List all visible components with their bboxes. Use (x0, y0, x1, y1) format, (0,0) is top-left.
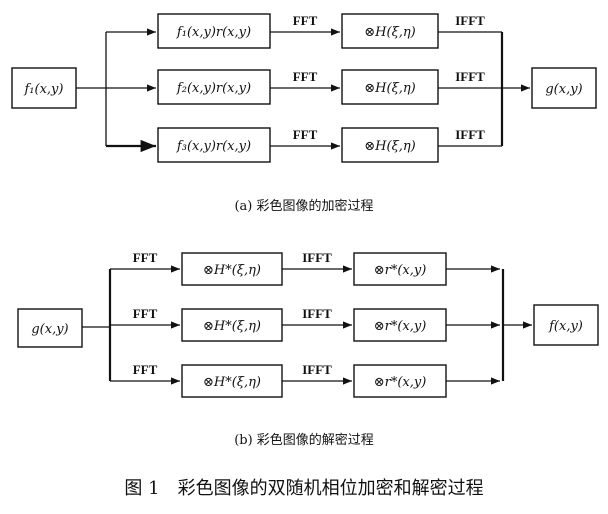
dec-filter-label-3: ⊗H*(ξ,η) (203, 375, 261, 390)
dec-ifft-label-2: IFFT (302, 306, 332, 321)
enc-caption: (a) 彩色图像的加密过程 (234, 198, 373, 214)
enc-filter-box-3 (341, 127, 439, 163)
enc-output-label: g(x,y) (545, 82, 582, 97)
enc-input-box (11, 67, 77, 109)
dec-filter-box-3 (181, 364, 283, 398)
dec-input-box (17, 308, 83, 348)
enc-input-label: f₁(x,y) (24, 82, 64, 97)
enc-filter-box-2 (341, 69, 439, 105)
enc-fft-label-1: FFT (293, 13, 318, 28)
dec-mask-label-3: ⊗r*(x,y) (374, 375, 427, 390)
enc-filter-label-2: ⊗H(ξ,η) (364, 81, 415, 96)
dec-filter-label-2: ⊗H*(ξ,η) (203, 319, 261, 334)
enc-product-label-1: f₁(x,y)r(x,y) (176, 25, 251, 40)
enc-product-box-1 (157, 13, 271, 49)
encryption-diagram: f₁(x,y) f₁(x,y)r(x,y) FFT ⊗H(ξ,η) IFFT f… (11, 13, 597, 214)
dec-output-box (533, 304, 599, 346)
enc-ifft-label-3: IFFT (455, 127, 485, 142)
dec-ifft-label-1: IFFT (302, 250, 332, 265)
dec-fft-label-2: FFT (133, 306, 158, 321)
enc-product-label-2: f₂(x,y)r(x,y) (176, 81, 251, 96)
enc-filter-box-1 (341, 13, 439, 49)
dec-filter-box-1 (181, 252, 283, 286)
enc-output-box (531, 67, 597, 109)
enc-product-box-2 (157, 69, 271, 105)
dec-filter-label-1: ⊗H*(ξ,η) (203, 263, 261, 278)
dec-mask-label-2: ⊗r*(x,y) (374, 319, 427, 334)
enc-fft-label-2: FFT (293, 69, 318, 84)
dec-mask-label-1: ⊗r*(x,y) (374, 263, 427, 278)
enc-product-label-3: f₃(x,y)r(x,y) (176, 139, 251, 154)
dec-fft-label-1: FFT (133, 250, 158, 265)
enc-product-box-3 (157, 127, 271, 163)
enc-filter-label-3: ⊗H(ξ,η) (364, 139, 415, 154)
enc-filter-label-1: ⊗H(ξ,η) (364, 25, 415, 40)
decryption-diagram: g(x,y) FFT ⊗H*(ξ,η) IFFT ⊗r*(x,y) FFT ⊗H… (17, 250, 599, 448)
dec-mask-box-3 (353, 364, 447, 398)
dec-caption: (b) 彩色图像的解密过程 (234, 432, 374, 448)
dec-mask-box-2 (353, 308, 447, 342)
dec-fft-label-3: FFT (133, 362, 158, 377)
figure-caption: 图 1 彩色图像的双随机相位加密和解密过程 (124, 478, 483, 499)
enc-ifft-label-1: IFFT (455, 13, 485, 28)
enc-ifft-label-2: IFFT (455, 69, 485, 84)
dec-output-label: f(x,y) (548, 319, 583, 334)
dec-input-label: g(x,y) (31, 322, 68, 337)
dec-ifft-label-3: IFFT (302, 362, 332, 377)
enc-fft-label-3: FFT (293, 127, 318, 142)
dec-mask-box-1 (353, 252, 447, 286)
